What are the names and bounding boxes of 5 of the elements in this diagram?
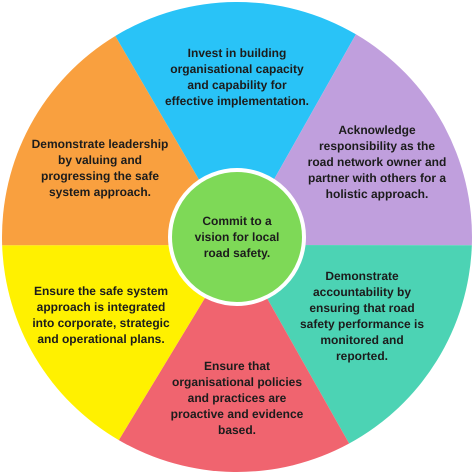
circle-text: Commit to a vision for local road safety. (194, 213, 280, 261)
segment-text: Invest in building organisational capacity and capability for effective implementation. (164, 45, 310, 109)
segment-text: Demonstrate leadership by valuing and progressing the safe system approach. (30, 136, 170, 200)
segment-text: Acknowledge responsibility as the road network owner and partner with others for a holistic approach. (306, 122, 448, 202)
segment-text: Ensure the safe system approach is integrated into corporate, strategic and operational plans. (31, 283, 171, 347)
